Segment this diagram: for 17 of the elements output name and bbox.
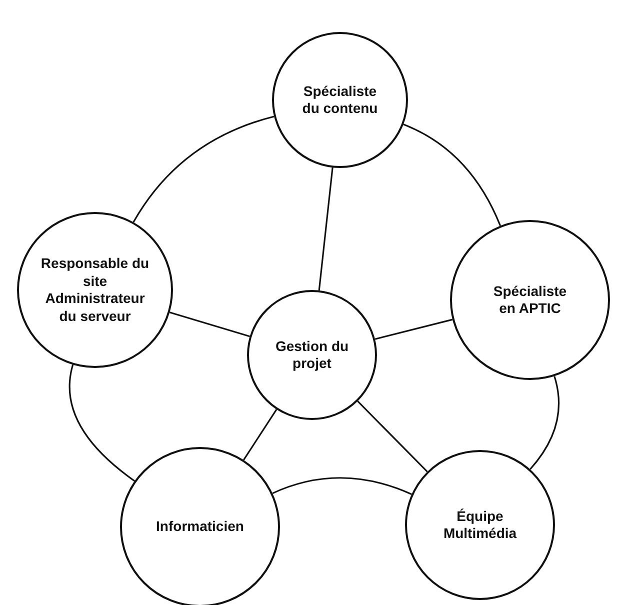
connector-line (403, 124, 502, 226)
role-label: Administrateur du serveur (44, 290, 146, 325)
connector-line (169, 312, 250, 338)
connector-line (272, 477, 412, 495)
connector-line (530, 376, 560, 470)
role-label: Spécialiste en APTIC (492, 282, 568, 318)
role-label: Responsable du site (40, 255, 150, 290)
role-label: Équipe Multimédia (442, 508, 518, 542)
connector-line (68, 364, 136, 482)
connector-line (132, 116, 274, 223)
connector-line (357, 400, 428, 472)
connector-line (318, 168, 334, 290)
role-label: Spécialiste du contenu (301, 82, 379, 118)
role-label: Gestion du projet (274, 338, 350, 372)
connector-line (374, 318, 453, 340)
role-label: Informaticien (156, 518, 244, 536)
connector-line (242, 409, 278, 460)
